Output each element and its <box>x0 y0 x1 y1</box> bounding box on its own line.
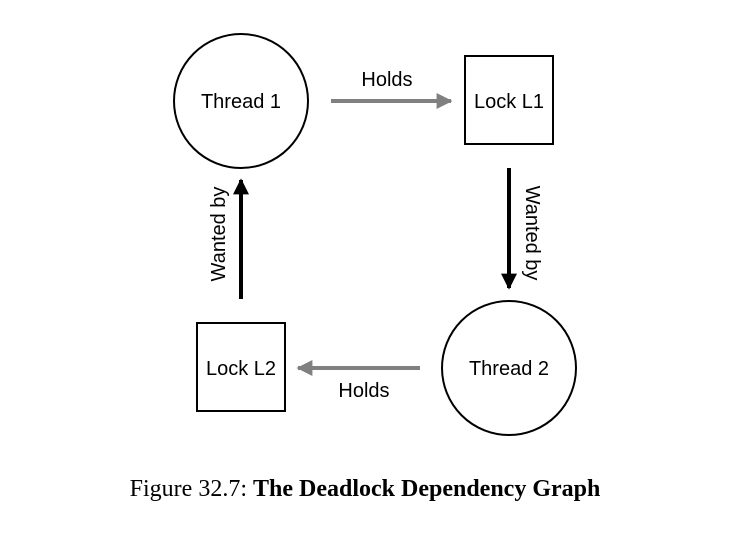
lock-l1-box <box>464 55 554 145</box>
thread-1-node: Thread 1 <box>173 33 309 169</box>
lock-l2-node: Lock L2 <box>196 322 286 412</box>
lock-l2-box <box>196 322 286 412</box>
thread-2-label: Thread 2 <box>469 358 549 380</box>
lock-l1-label: Lock L1 <box>474 91 544 113</box>
lock-l2-label: Lock L2 <box>206 358 276 380</box>
figure-caption: Figure 32.7: The Deadlock Dependency Gra… <box>0 476 730 503</box>
caption-title: The Deadlock Dependency Graph <box>252 476 601 502</box>
holds-label-top: Holds <box>361 69 412 91</box>
thread-2-node: Thread 2 <box>441 300 577 436</box>
lock-l1-node: Lock L1 <box>464 55 554 145</box>
thread-1-circle <box>173 33 309 169</box>
thread-2-circle <box>441 300 577 436</box>
edge-thread2-holds-l2: Holds <box>296 360 420 402</box>
wanted-by-label-right: Wanted by <box>521 186 543 281</box>
edge-l1-wanted-by-thread2: Wanted by <box>501 168 543 290</box>
holds-label-bottom: Holds <box>338 380 389 402</box>
edge-l2-wanted-by-thread1: Wanted by <box>208 178 249 299</box>
thread-1-label: Thread 1 <box>201 91 281 113</box>
wanted-by-label-left: Wanted by <box>208 187 230 282</box>
caption-prefix: Figure 32.7: <box>129 476 253 502</box>
edge-thread1-holds-l1: Holds <box>331 69 453 109</box>
